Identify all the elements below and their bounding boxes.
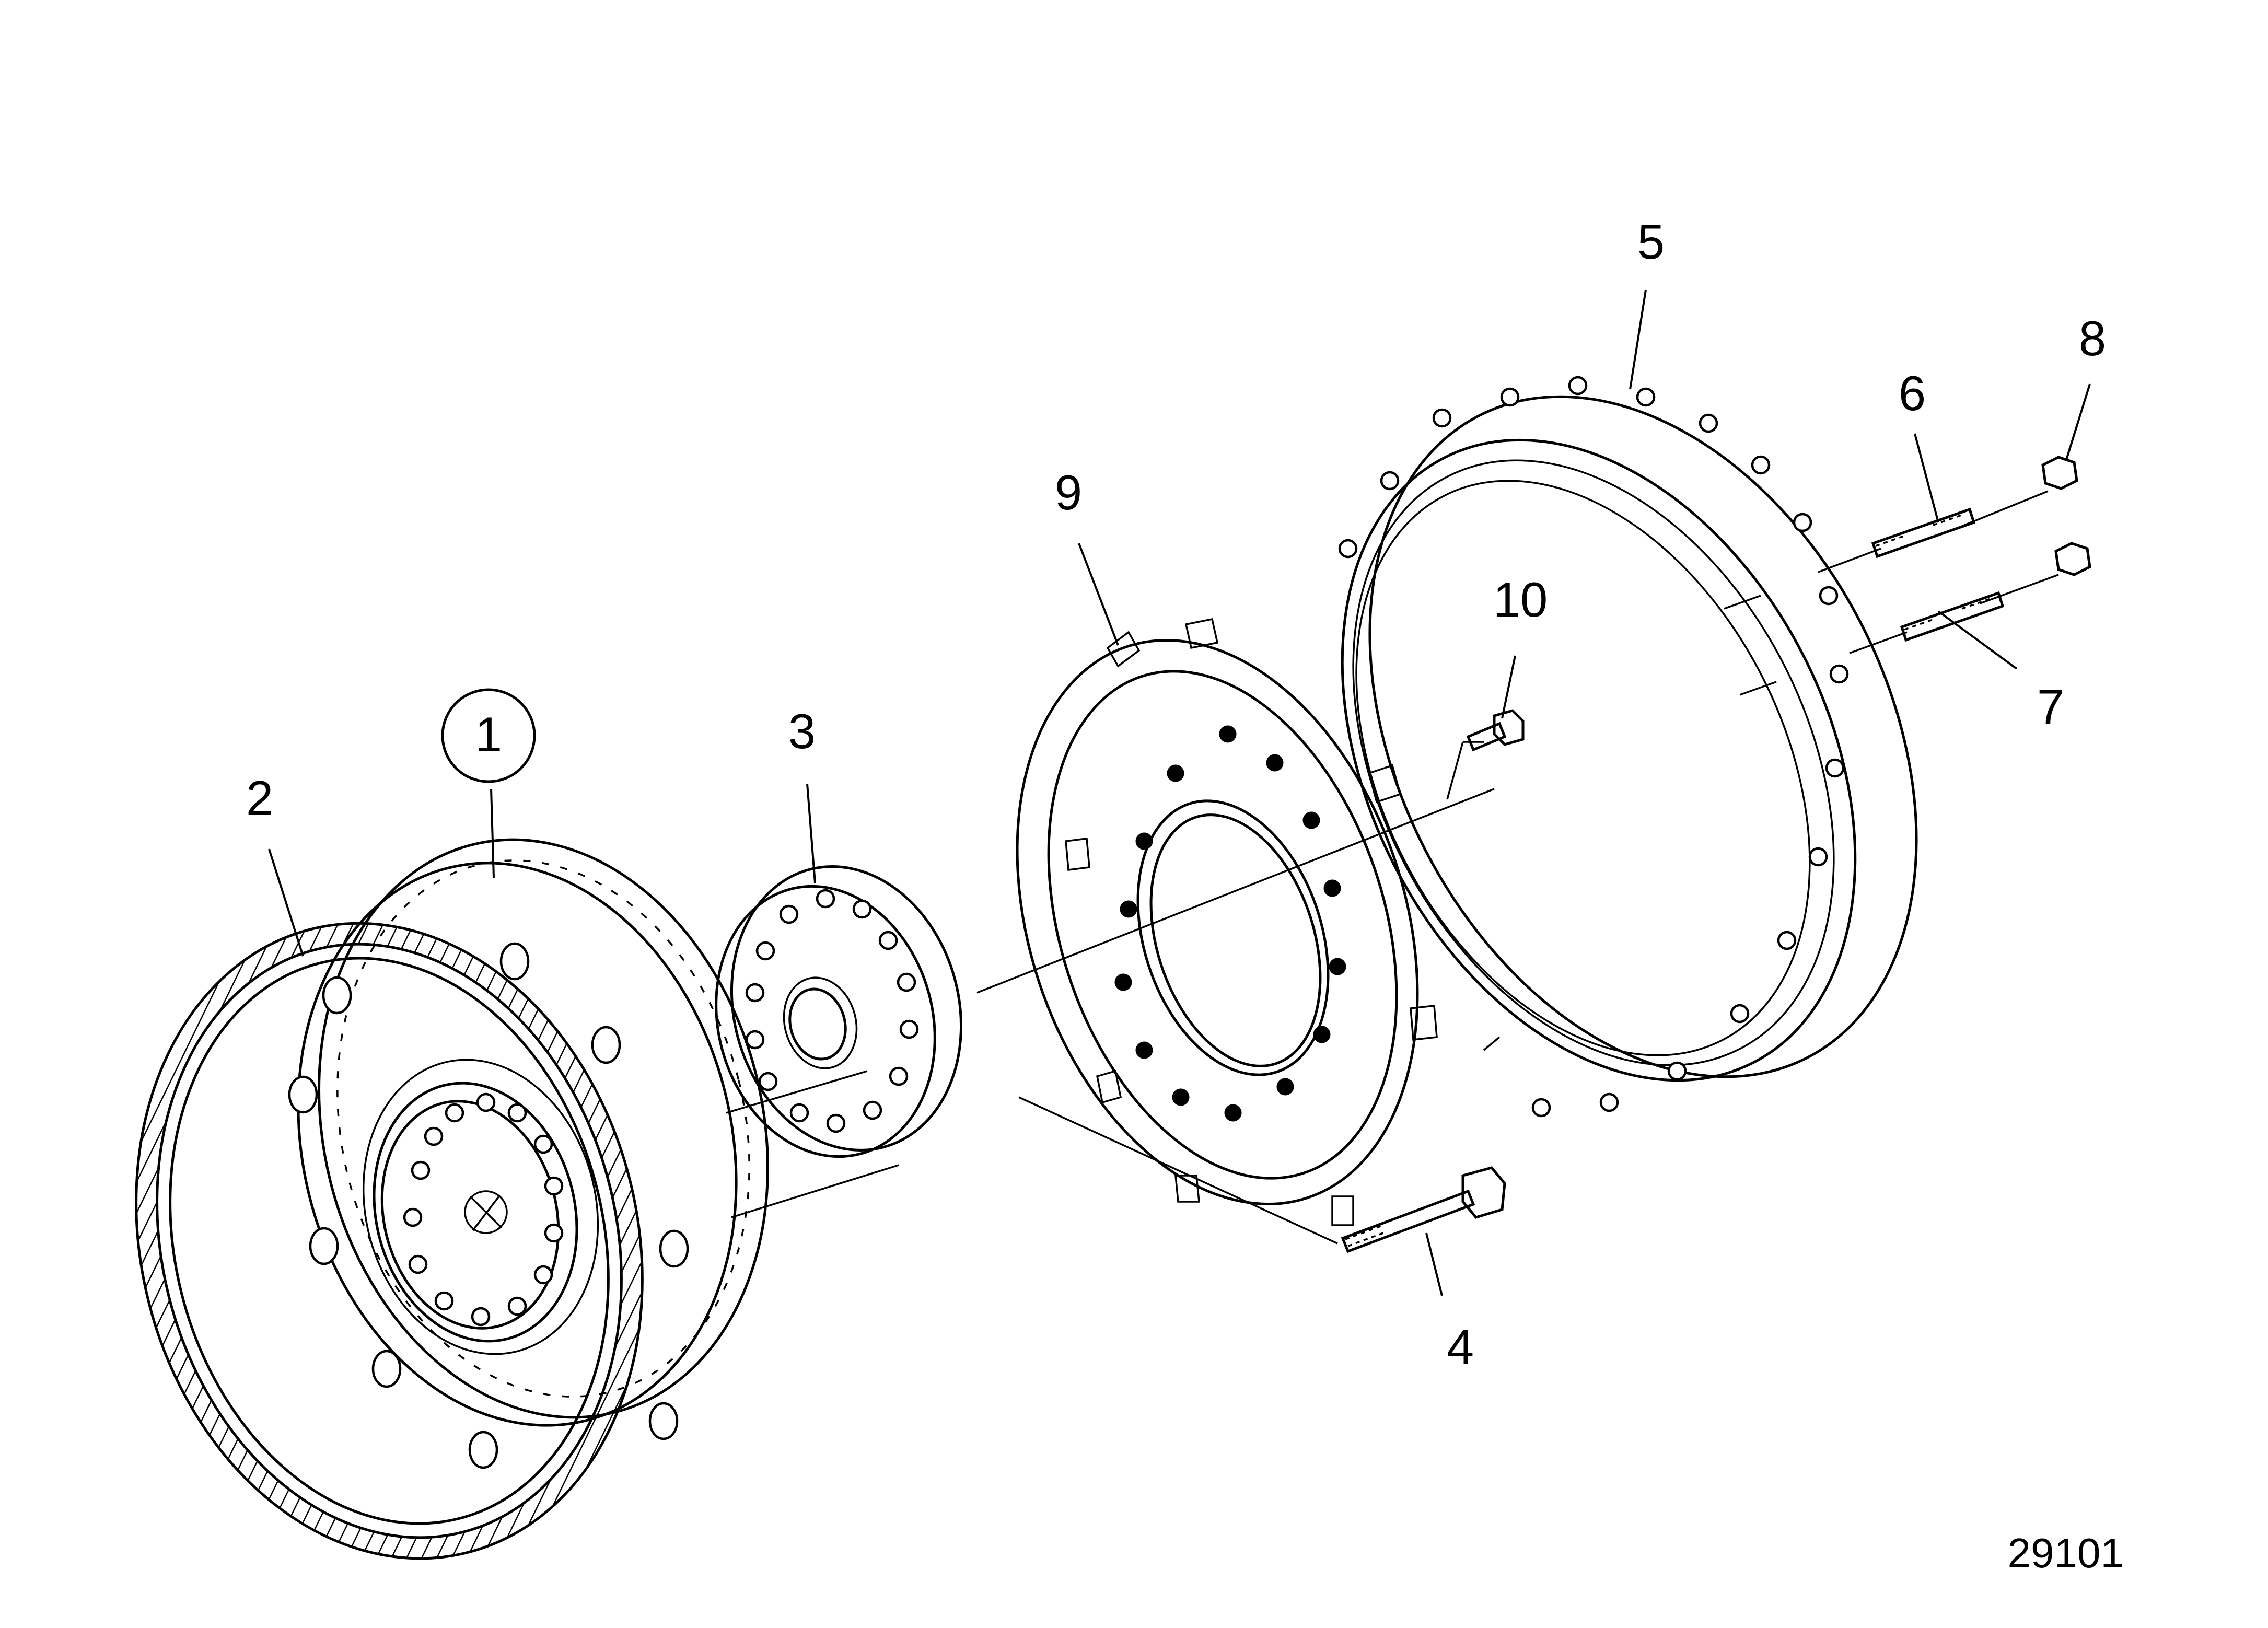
callout-4: 4 <box>1447 1319 1474 1374</box>
part-5-housing-ring <box>1338 376 1918 1118</box>
part-10-screw <box>1466 709 1525 752</box>
flex-plate-tabs <box>1065 618 1438 1226</box>
drawing-number: 29101 <box>2008 1530 2124 1576</box>
flywheel-inner-holes <box>403 1092 564 1327</box>
part-1-flywheel <box>288 838 769 1469</box>
part-4-bolt <box>1341 1166 1506 1253</box>
callouts: 1 2 3 4 5 6 7 8 9 10 <box>246 214 2106 1374</box>
part-6-stud <box>1871 507 1976 559</box>
part-9-flex-plate <box>1016 618 1438 1226</box>
callout-10: 10 <box>1493 572 1548 627</box>
hub-bolt-holes <box>745 889 919 1133</box>
part-3-hub <box>715 865 963 1158</box>
callout-2: 2 <box>246 771 273 825</box>
housing-bolt-holes <box>1338 376 1849 1118</box>
callout-7: 7 <box>2037 679 2064 734</box>
callout-6: 6 <box>1899 366 1926 421</box>
leader-lines <box>268 289 2091 1296</box>
callout-1: 1 <box>475 707 502 762</box>
assembly-center-lines <box>726 490 2059 1245</box>
part-2-ring-gear <box>135 922 644 1560</box>
callout-9: 9 <box>1055 465 1082 520</box>
callout-8: 8 <box>2079 311 2106 366</box>
flywheel-outer-holes <box>288 942 689 1469</box>
part-7-stud <box>1900 591 2005 642</box>
callout-5: 5 <box>1637 214 1665 269</box>
part-8-nuts <box>2041 456 2091 576</box>
callout-1-circle <box>441 688 536 783</box>
flex-plate-bolt-holes <box>1114 725 1346 1122</box>
callout-3: 3 <box>788 704 816 759</box>
